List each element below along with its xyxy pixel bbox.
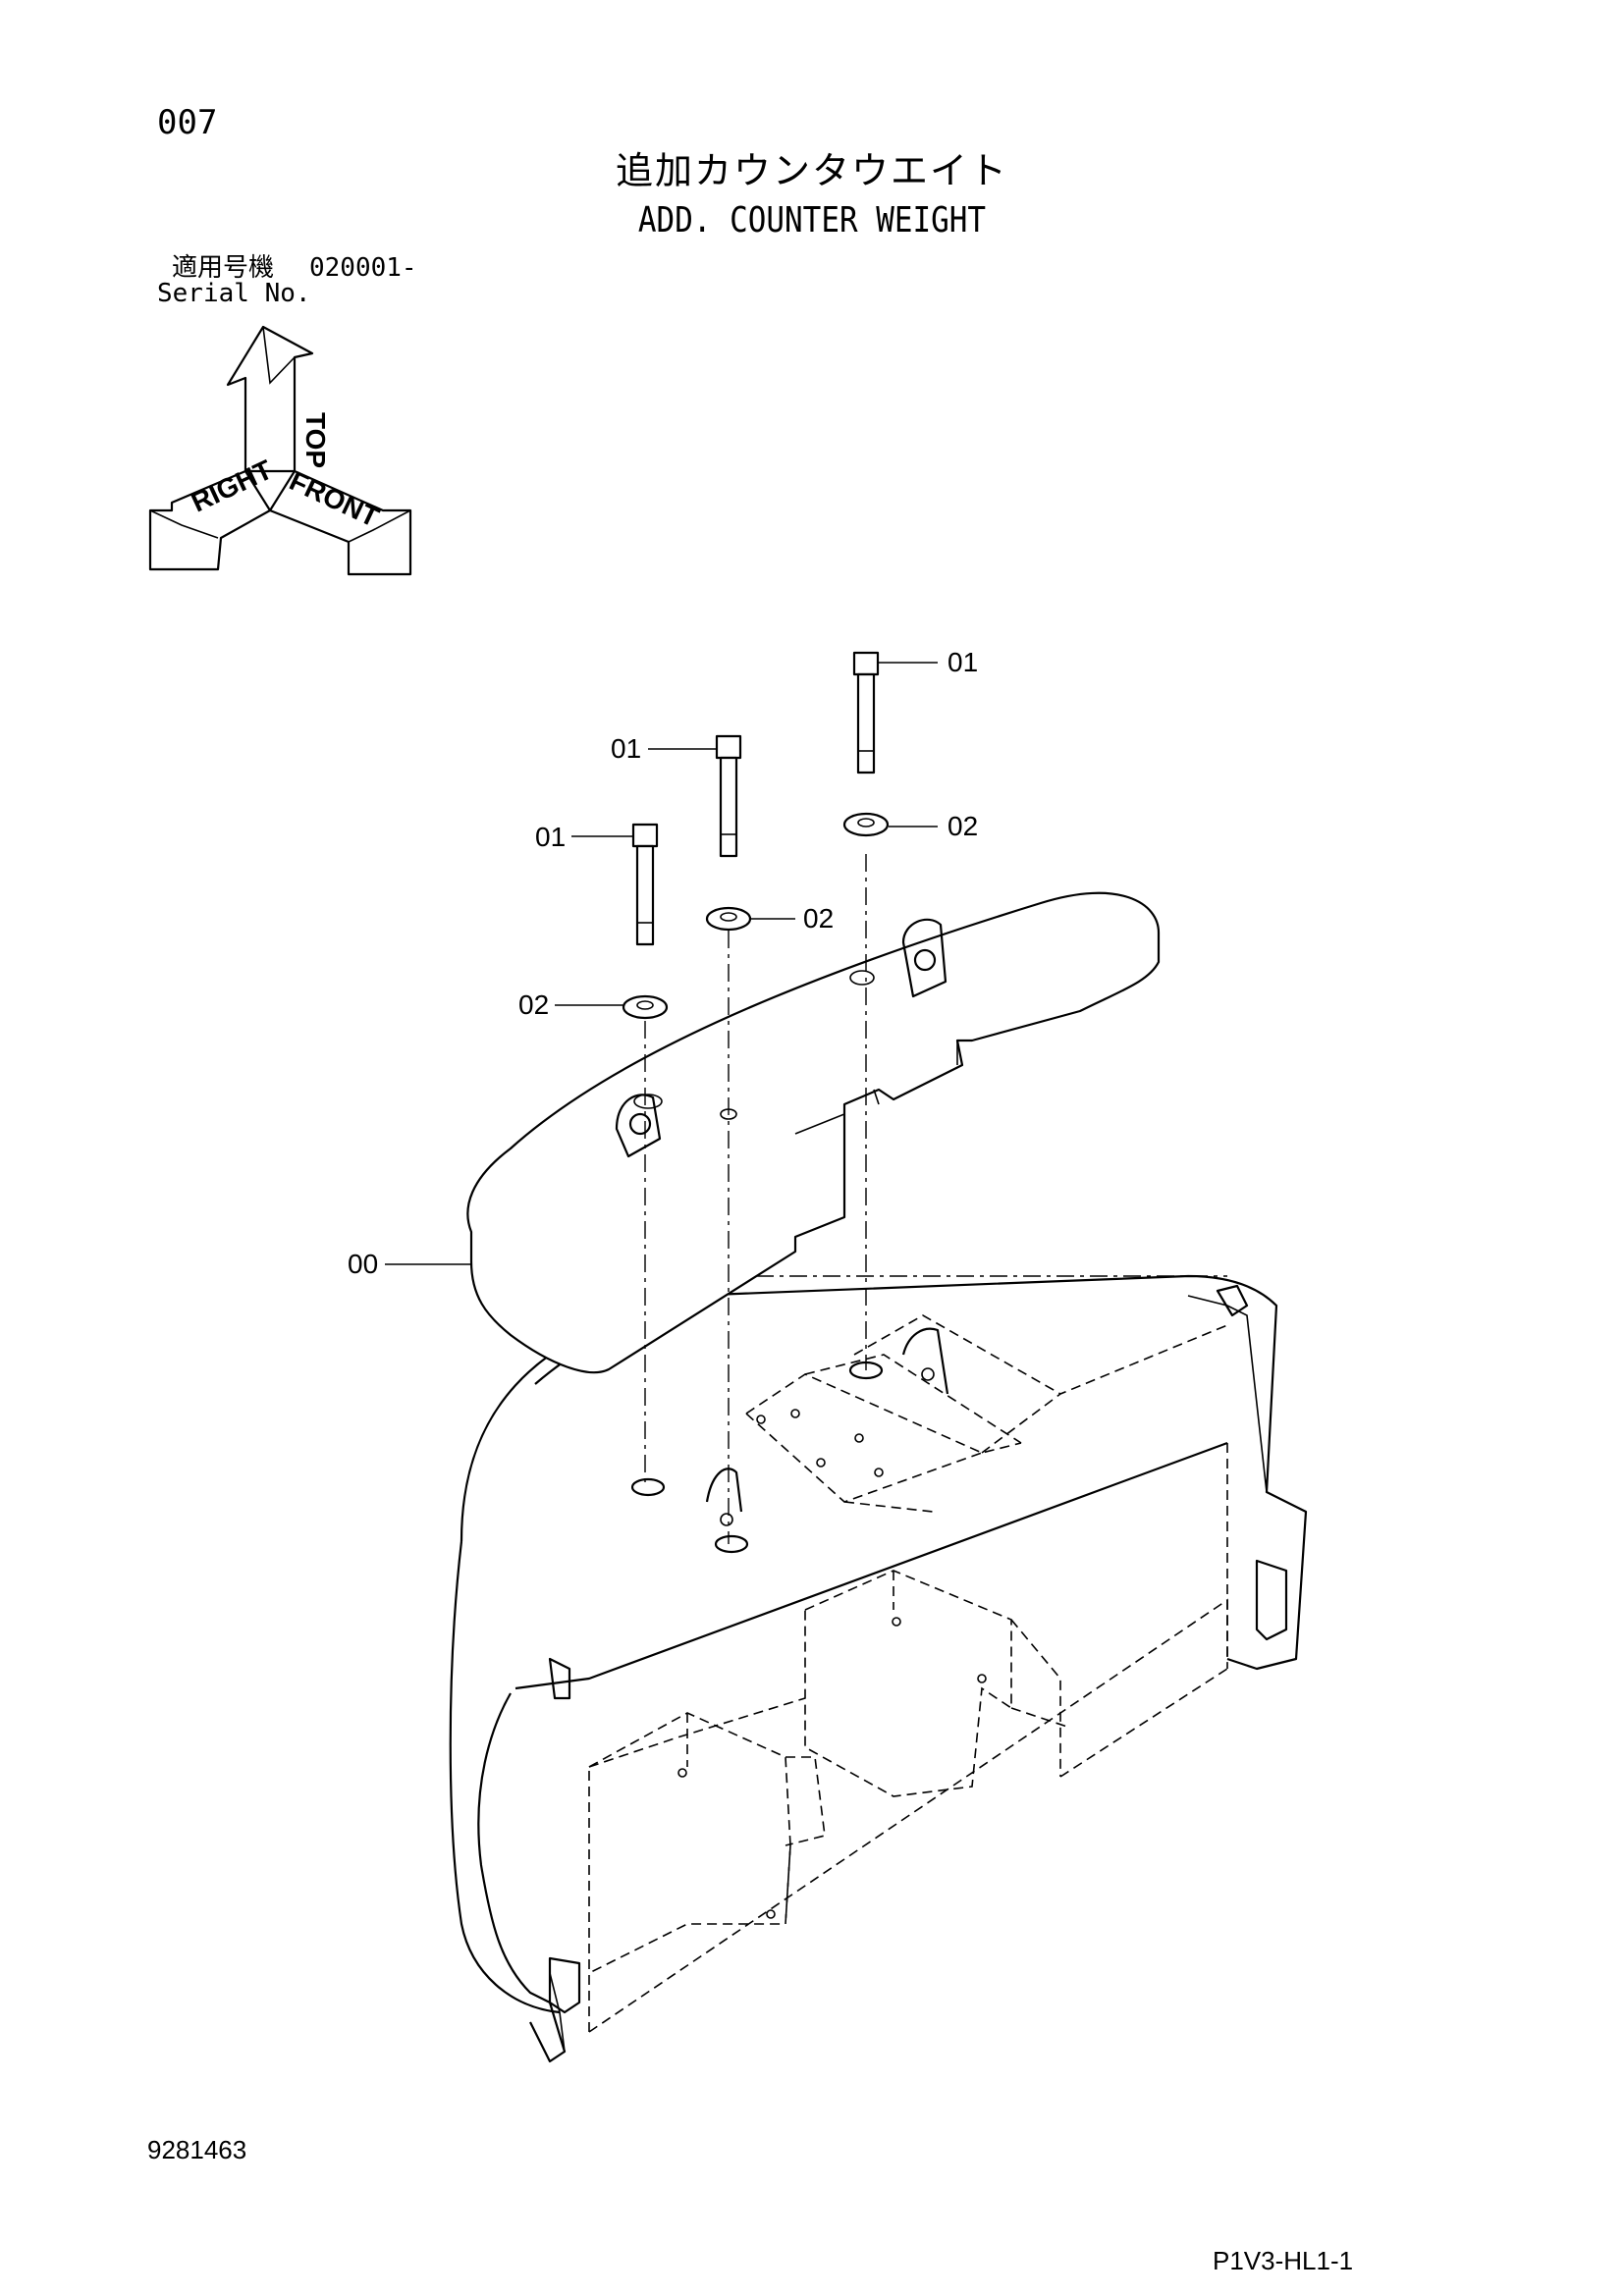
- callout-bolt-right: 01: [947, 647, 978, 677]
- orient-top-label: TOP: [300, 412, 331, 468]
- page-number: 007: [157, 103, 218, 142]
- washer-left: [622, 994, 669, 1020]
- base-counterweight: [449, 1274, 1308, 2063]
- orientation-arrows-icon: TOP RIGHT FRONT: [148, 325, 412, 576]
- assembly-centerlines: [644, 854, 867, 1544]
- serial-label-en: Serial No.: [157, 279, 311, 308]
- serial-value: 020001-: [309, 253, 417, 283]
- bolt-right: [852, 651, 880, 774]
- callout-counterweight: 00: [348, 1249, 378, 1279]
- washer-middle: [705, 906, 752, 932]
- page-code: P1V3-HL1-1: [1213, 2246, 1354, 2275]
- callout-washer-right: 02: [947, 811, 978, 841]
- title-japanese: 追加カウンタウエイト: [615, 149, 1008, 192]
- washer-group: [622, 812, 890, 1020]
- callouts: 01 01 01 02 02 02 00: [348, 647, 978, 1279]
- bolt-left: [631, 823, 659, 946]
- bolt-group: [631, 651, 880, 946]
- callout-washer-middle: 02: [803, 903, 834, 934]
- washer-right: [842, 812, 890, 837]
- serial-label-jp: 適用号機: [172, 253, 275, 283]
- orient-right-label: RIGHT: [187, 454, 277, 518]
- bolt-middle: [715, 734, 742, 858]
- callout-bolt-middle: 01: [611, 733, 641, 764]
- title-english: ADD. COUNTER WEIGHT: [637, 200, 987, 240]
- document-number: 9281463: [147, 2135, 247, 2164]
- callout-bolt-left: 01: [535, 822, 566, 852]
- callout-washer-left: 02: [518, 989, 549, 1020]
- additional-counterweight: [466, 891, 1161, 1374]
